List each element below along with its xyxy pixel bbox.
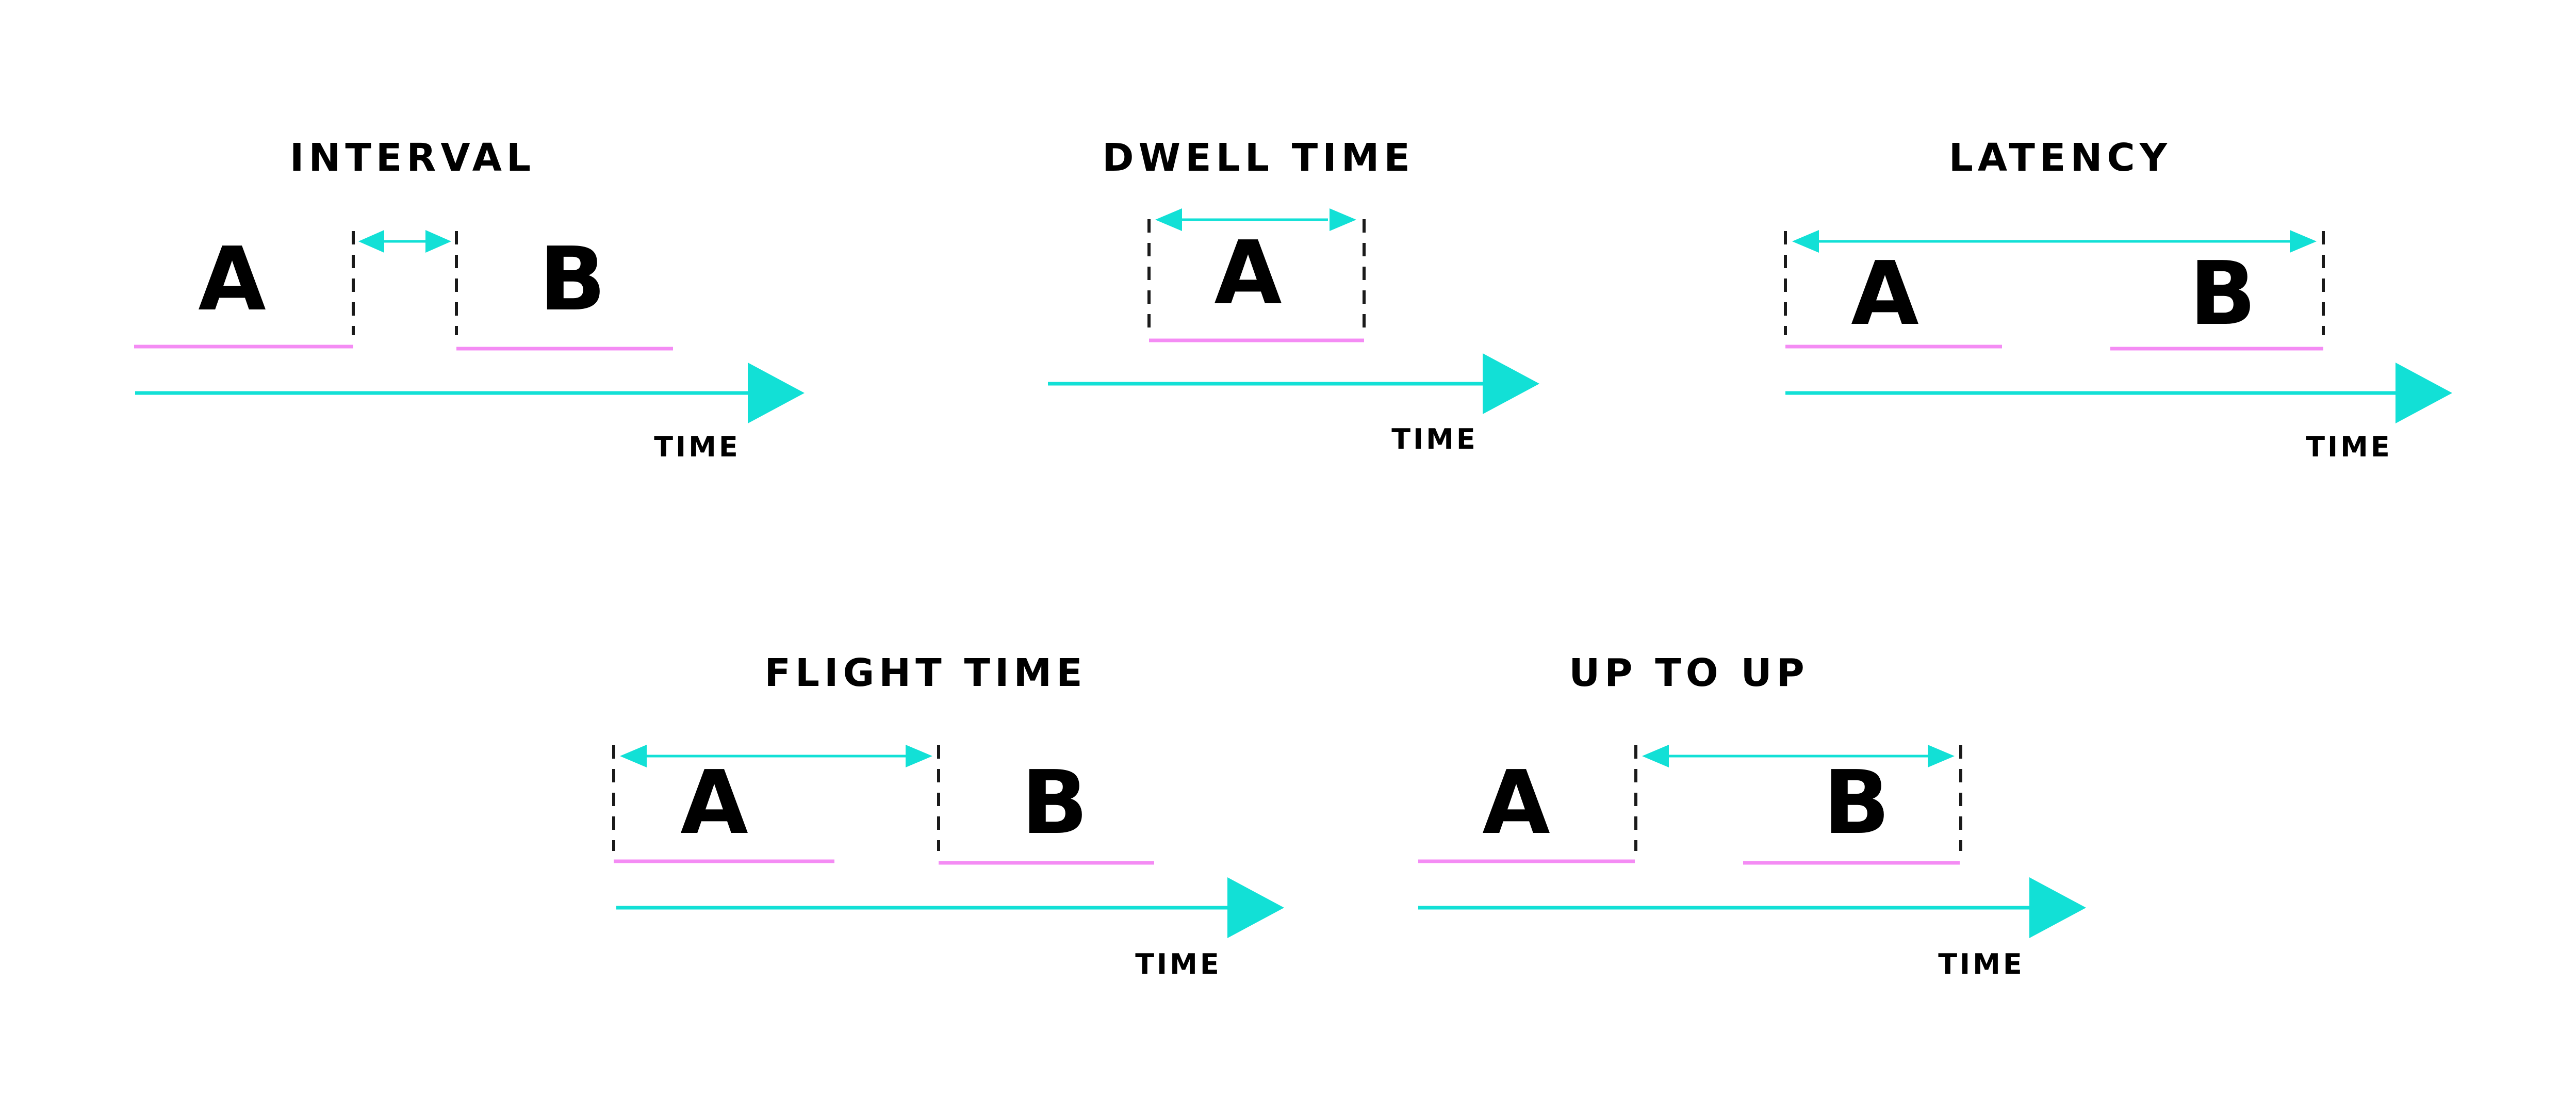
- flight-measure-arrow: [620, 745, 932, 767]
- key-a-label: A: [680, 752, 748, 854]
- time-axis-arrow: [1048, 353, 1539, 414]
- key-a-label: A: [1482, 752, 1550, 854]
- key-a-label: A: [198, 228, 266, 331]
- key-b-label: B: [2189, 243, 2256, 345]
- diagram-up-to-up: UP TO UP A B TIME: [1418, 651, 2086, 980]
- latency-measure-arrow: [1792, 230, 2317, 253]
- time-axis-label: TIME: [654, 431, 741, 463]
- key-a-label: A: [1851, 243, 1919, 345]
- time-axis-arrow: [1785, 363, 2452, 423]
- key-b-label: B: [1823, 752, 1890, 854]
- diagram-interval: INTERVAL A B TIME: [134, 136, 805, 463]
- time-axis-arrow: [616, 877, 1284, 938]
- diagram-flight-time: FLIGHT TIME A B TIME: [612, 651, 1284, 980]
- diagram-latency: LATENCY A B TIME: [1784, 136, 2452, 463]
- key-b-label: B: [1021, 752, 1088, 854]
- diagram-title: DWELL TIME: [1102, 136, 1415, 180]
- time-axis-label: TIME: [1938, 948, 2025, 980]
- time-axis-label: TIME: [1135, 948, 1222, 980]
- dwell-measure-arrow: [1155, 208, 1356, 231]
- diagram-title: LATENCY: [1949, 136, 2172, 180]
- time-axis-arrow: [135, 363, 805, 423]
- diagram-title: INTERVAL: [290, 136, 535, 180]
- time-axis-label: TIME: [2306, 431, 2392, 463]
- diagram-title: FLIGHT TIME: [764, 651, 1087, 695]
- up-to-up-measure-arrow: [1642, 745, 1955, 767]
- diagram-dwell-time: DWELL TIME A TIME: [1048, 136, 1539, 455]
- diagram-title: UP TO UP: [1569, 651, 1809, 695]
- key-b-label: B: [539, 228, 606, 331]
- time-axis-label: TIME: [1391, 423, 1478, 455]
- key-a-label: A: [1214, 222, 1282, 324]
- interval-measure-arrow: [358, 230, 451, 253]
- time-axis-arrow: [1418, 877, 2086, 938]
